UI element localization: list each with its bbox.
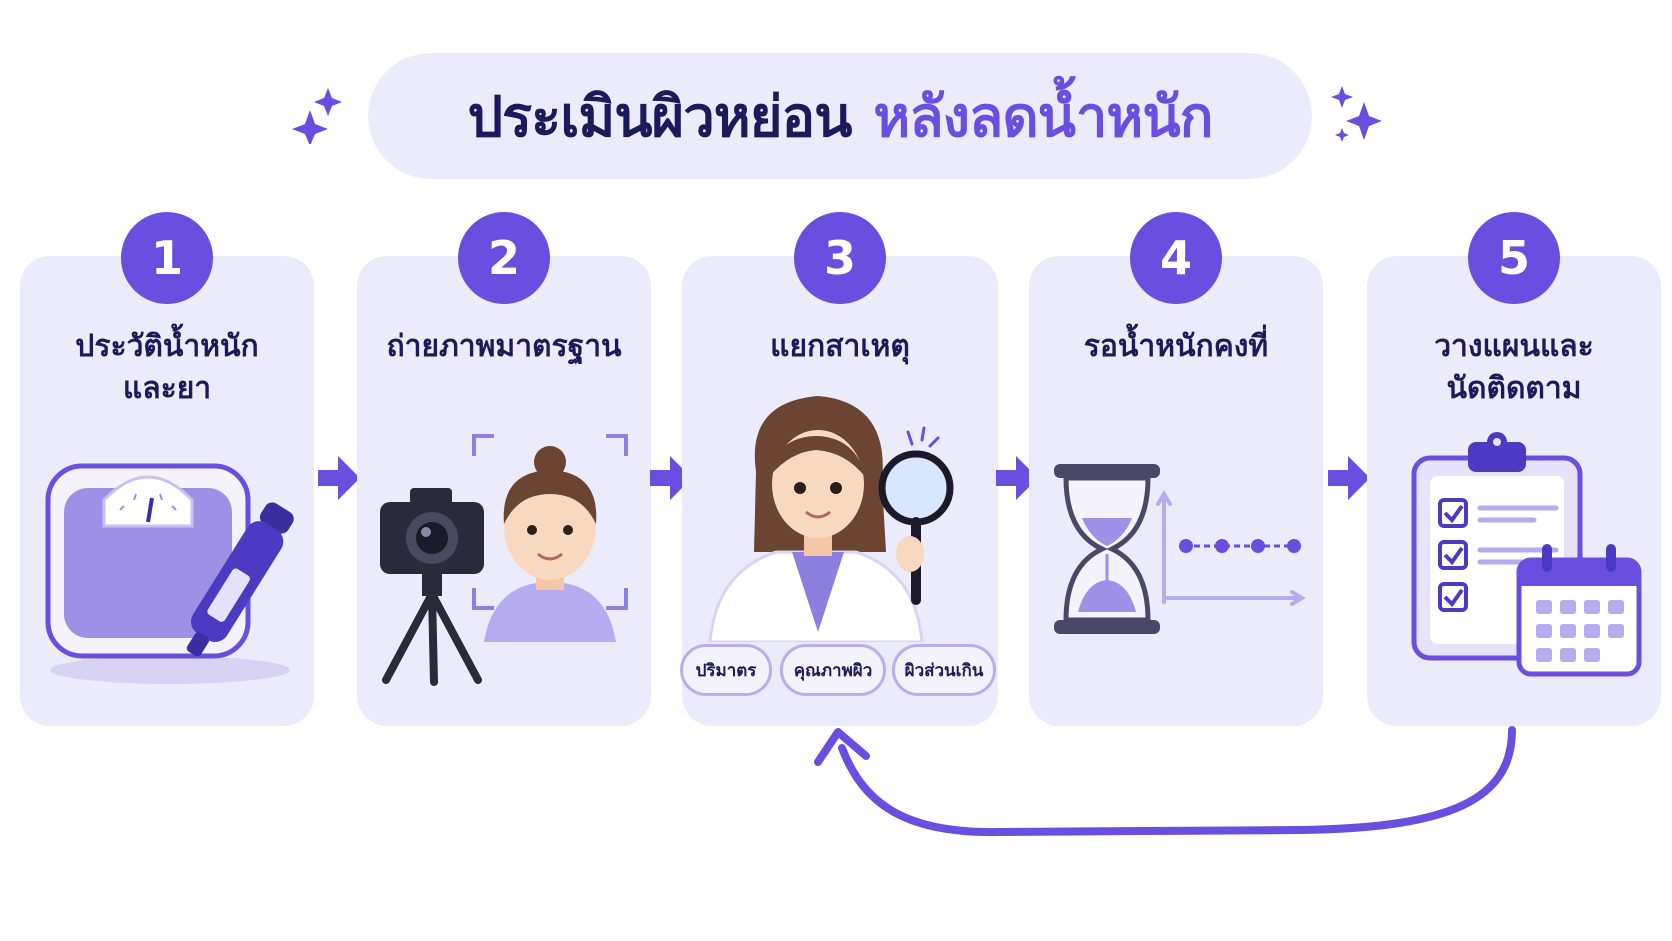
step-title: รอน้ำหนักคงที่ bbox=[1083, 329, 1269, 364]
title-main: ประเมินผิวหย่อน bbox=[467, 84, 852, 150]
step-number-badge: 1 bbox=[121, 212, 213, 304]
step-number-badge: 5 bbox=[1468, 212, 1560, 304]
step-number-badge: 3 bbox=[794, 212, 886, 304]
title-highlight: หลังลดน้ำหนัก bbox=[873, 84, 1213, 150]
stable-trend-chart-icon bbox=[1156, 490, 1306, 606]
arrow-right-icon bbox=[318, 456, 360, 500]
magnifier-icon bbox=[878, 426, 954, 605]
sparkle-icon bbox=[292, 88, 342, 144]
step-title: ประวัติน้ำหนัก และยา bbox=[75, 329, 259, 406]
face-icon bbox=[472, 434, 628, 642]
step-title: วางแผนและ นัดติดตาม bbox=[1434, 329, 1594, 406]
cause-tag-excess-skin: ผิวส่วนเกิน bbox=[892, 644, 996, 696]
page-title: ประเมินผิวหย่อน หลังลดน้ำหนัก bbox=[368, 53, 1312, 179]
cause-tag-volume: ปริมาตร bbox=[680, 644, 772, 696]
step-number-badge: 2 bbox=[458, 212, 550, 304]
cause-tag-skin-quality: คุณภาพผิว bbox=[780, 644, 886, 696]
arrow-right-icon bbox=[1328, 456, 1370, 500]
injection-pen-icon bbox=[186, 502, 294, 657]
step-number-badge: 4 bbox=[1130, 212, 1222, 304]
doctor-icon bbox=[708, 396, 924, 642]
step-title: แยกสาเหตุ bbox=[770, 329, 910, 364]
step-title: ถ่ายภาพมาตรฐาน bbox=[386, 329, 622, 364]
sparkle-icon bbox=[1331, 86, 1382, 142]
arrow-right-icon bbox=[996, 456, 1038, 500]
hourglass-icon bbox=[1054, 464, 1160, 634]
tripod-icon bbox=[382, 574, 482, 686]
camera-icon bbox=[380, 488, 484, 574]
arrow-right-icon bbox=[650, 456, 692, 500]
calendar-icon bbox=[1516, 544, 1642, 677]
